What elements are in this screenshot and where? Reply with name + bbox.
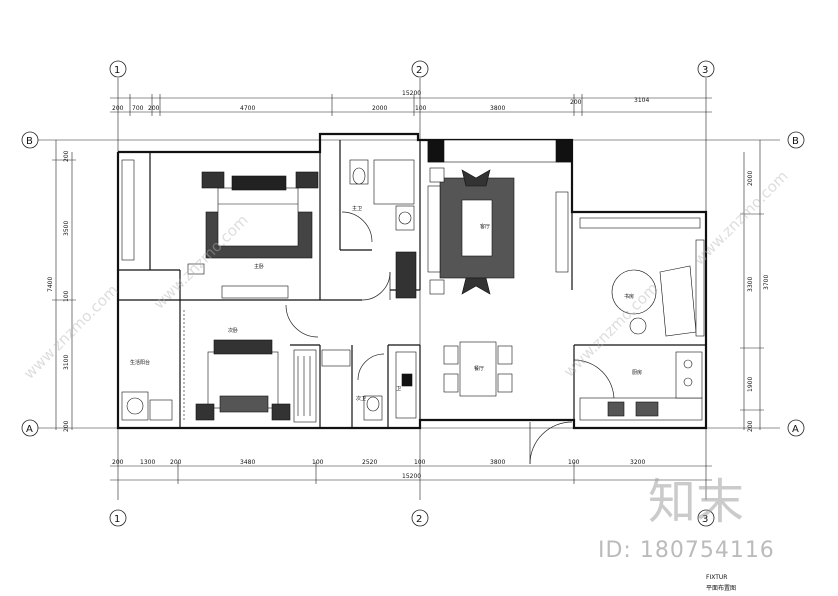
bottom-dim-5: 100	[312, 459, 324, 466]
top-dim-7: 3800	[490, 105, 505, 112]
bottom-dim-10: 3200	[630, 459, 645, 466]
top-dim-3: 200	[148, 105, 160, 112]
left-total-dim: 7400	[47, 277, 54, 292]
exterior-walls	[116, 132, 708, 430]
dining-furniture	[443, 341, 513, 397]
bottom-dim-7: 100	[414, 459, 426, 466]
bottom-dim-8: 3800	[490, 459, 505, 466]
top-dim-9: 3104	[634, 97, 649, 104]
room-label-master-bedroom: 主卧	[254, 263, 264, 270]
axis-3-top: 3	[702, 65, 708, 76]
master-bedroom-furniture	[187, 171, 319, 299]
right-dim-4: 200	[747, 420, 754, 432]
left-dim-5: 200	[63, 420, 70, 432]
top-dim-4: 4700	[240, 105, 255, 112]
room-label-dining-room: 餐厅	[474, 365, 484, 372]
right-total-dim: 3700	[763, 275, 770, 290]
axis-b-left: B	[26, 136, 33, 147]
left-dimension-texts: 200 3500 100 3100 200 7400	[47, 150, 70, 432]
top-total-dim: 15200	[402, 90, 421, 97]
grid-bubble-labels: 1 2 3 1 2 3 B A B A	[26, 65, 799, 525]
room-label-study: 书房	[624, 293, 634, 300]
top-dimension-texts: 15200 200 700 200 4700 2000 100 3800 200…	[112, 90, 649, 112]
living-room-furniture	[427, 139, 573, 295]
left-dim-4: 3100	[63, 355, 70, 370]
bottom-dim-3: 200	[170, 459, 182, 466]
door-swings	[285, 211, 615, 465]
right-dim-2: 3300	[747, 277, 754, 292]
room-label-balcony: 生活阳台	[130, 359, 150, 366]
room-label-laundry: 卫	[396, 386, 401, 392]
top-dim-8: 200	[570, 99, 582, 106]
watermark-id: ID: 180754116	[598, 538, 775, 563]
axis-1-top: 1	[114, 65, 120, 76]
grid-bubbles	[21, 60, 805, 527]
top-dim-5: 2000	[372, 105, 387, 112]
second-bedroom-furniture	[183, 310, 317, 423]
watermark-brand: 知末	[648, 474, 745, 530]
bottom-dimension-texts: 200 1300 200 3480 100 2520 100 3800 100 …	[112, 459, 645, 480]
bottom-dim-6: 2520	[362, 459, 377, 466]
top-dim-6: 100	[415, 105, 427, 112]
bottom-dim-9: 100	[568, 459, 580, 466]
axis-2-bottom: 2	[416, 514, 422, 525]
bottom-dim-2: 1300	[140, 459, 155, 466]
axis-a-left: A	[26, 424, 33, 435]
axis-3-bottom: 3	[702, 514, 708, 525]
axis-1-bottom: 1	[114, 514, 120, 525]
left-dim-2: 3500	[63, 221, 70, 236]
right-dim-1: 2000	[747, 171, 754, 186]
room-label-second-bedroom: 次卧	[228, 327, 238, 334]
kitchen-fixtures	[579, 351, 703, 421]
axis-b-right: B	[792, 136, 799, 147]
left-dim-3: 100	[63, 290, 70, 302]
study-furniture	[579, 217, 705, 337]
left-dim-1: 200	[63, 150, 70, 162]
balcony-fixtures	[121, 159, 173, 421]
bottom-dim-4: 3480	[240, 459, 255, 466]
top-dim-1: 200	[112, 105, 124, 112]
title-plan: 平面布置图	[706, 585, 737, 592]
top-dim-2: 700	[132, 105, 144, 112]
room-label-bathroom-top: 主卫	[352, 205, 362, 212]
bathroom-fixtures	[321, 159, 417, 421]
title-fixture: FIXTUR	[706, 574, 728, 581]
bottom-dim-1: 200	[112, 459, 124, 466]
room-labels: 主卧 次卧 主卫 客厅 餐厅 厨房 书房 次卫 卫 生活阳台	[130, 205, 642, 402]
bottom-total-dim: 15200	[402, 473, 421, 480]
axis-2-top: 2	[416, 65, 422, 76]
room-label-kitchen: 厨房	[632, 369, 642, 376]
right-dim-3: 1900	[747, 377, 754, 392]
room-label-living-room: 客厅	[480, 223, 490, 230]
axis-a-right: A	[792, 424, 799, 435]
room-label-bathroom-bottom: 次卫	[356, 395, 366, 402]
right-dimension-texts: 2000 3300 1900 200 3700	[747, 171, 770, 432]
